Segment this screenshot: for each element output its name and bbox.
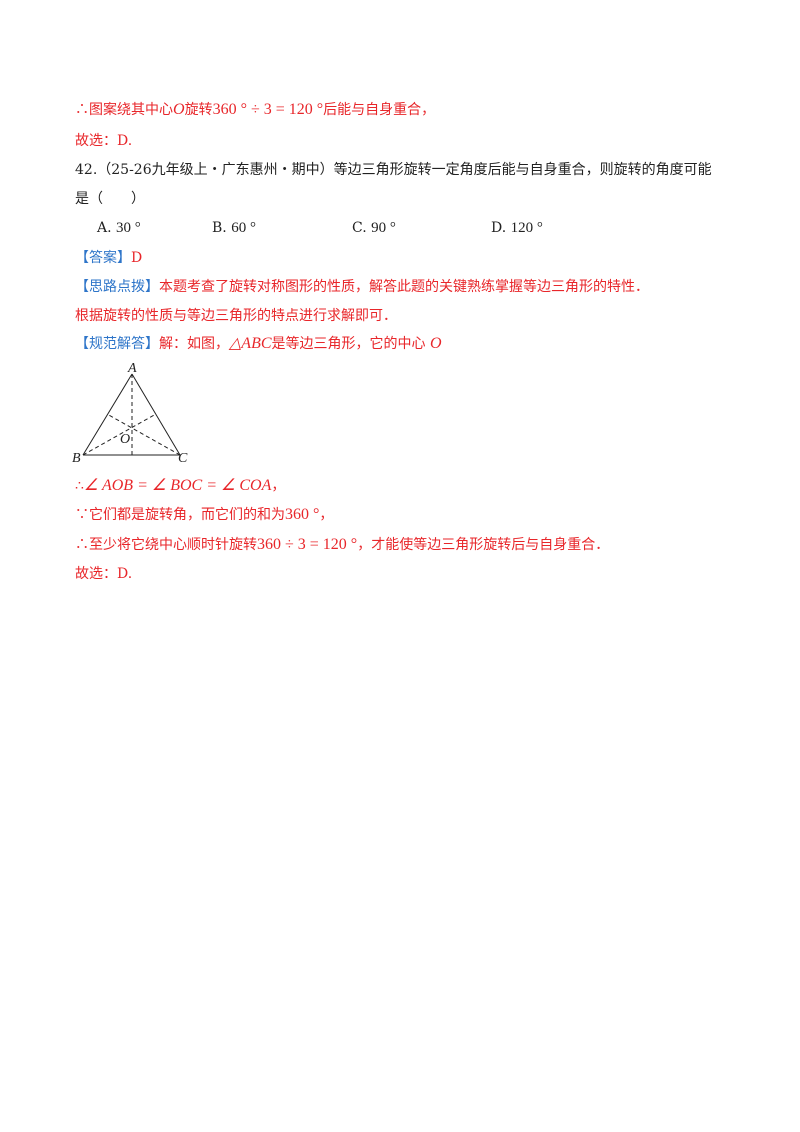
question-number: 42. [75,162,98,178]
answer-line: 【答案】D [75,248,142,268]
angle-equation: ∠ AOB = ∠ BOC = ∠ COA [83,477,272,494]
therefore-symbol: ∴ [75,102,89,118]
step3-text-1: 至少将它绕中心顺时针旋转 [89,537,257,553]
step1-end: ， [271,478,286,494]
median-lines [82,374,181,456]
analysis-tag: 【思路点拨】 [75,279,159,295]
analysis-line-2: 根据旋转的性质与等边三角形的特点进行求解即可． [75,308,397,324]
option-b: B. 60 ° [212,218,256,238]
prev-text-1: 图案绕其中心 [89,102,173,118]
solution-step-1: ∴∠ AOB = ∠ BOC = ∠ COA， [75,476,285,496]
step2-expr: 360 ° [285,506,320,523]
analysis-text-1: 本题考查了旋转对称图形的性质，解答此题的关键熟练掌握等边三角形的特性． [159,279,649,295]
solution-intro-1: 解：如图， [159,336,229,352]
step2-end: ， [319,507,334,523]
label-a: A [127,362,137,376]
label-b: B [72,451,81,466]
prev-text-3: 后能与自身重合， [323,102,436,118]
because-symbol: ∵ [75,507,89,523]
step3-text-2: ，才能使等边三角形旋转后与自身重合． [357,537,610,553]
step2-text: 它们都是旋转角，而它们的和为 [89,507,285,523]
option-b-letter: B. [212,220,227,236]
solution-center-o: O [429,335,442,352]
triangle-outline [82,373,181,456]
step3-expr: 360 ÷ 3 = 120 ° [257,536,358,553]
option-d-letter: D. [491,220,507,236]
label-o: O [120,432,130,447]
analysis-line-1: 【思路点拨】本题考查了旋转对称图形的性质，解答此题的关键熟练掌握等边三角形的特性… [75,277,649,297]
option-c: C. 90 ° [352,218,396,238]
therefore-symbol: ∴ [75,537,89,553]
option-a: A. 30 ° [97,218,141,238]
prev-answer: 故选：D. [75,133,133,149]
solution-tag: 【规范解答】 [75,336,159,352]
triangle-abc: △ABC [229,335,272,352]
prev-therefore-line: ∴图案绕其中心O旋转360 ° ÷ 3 = 120 °后能与自身重合， [75,100,435,120]
solution-final: 故选：D. [75,566,133,582]
solution-intro: 【规范解答】解：如图，△ABC是等边三角形，它的中心 O [75,334,442,354]
triangle-figure: A B C O [72,362,188,466]
solution-step-2: ∵它们都是旋转角，而它们的和为360 °， [75,505,333,525]
center-o: O [173,101,185,118]
prev-text-2: 旋转 [184,102,213,118]
answer-tag: 【答案】 [75,250,131,266]
option-d-value: 120 ° [510,220,543,236]
question-stem: 等边三角形旋转一定角度后能与自身重合，则旋转的角度可能 [333,162,712,178]
option-c-value: 90 ° [371,220,396,236]
label-c: C [178,451,188,466]
option-d: D. 120 ° [491,218,543,238]
solution-step-3: ∴至少将它绕中心顺时针旋转360 ÷ 3 = 120 °，才能使等边三角形旋转后… [75,535,609,555]
option-a-value: 30 ° [116,220,141,236]
solution-intro-2: 是等边三角形，它的中心 [271,336,426,352]
question-stem-cont: 是（ ） [75,191,145,207]
option-b-value: 60 ° [231,220,256,236]
question-line: 42.（25-26九年级上・广东惠州・期中）等边三角形旋转一定角度后能与自身重合… [75,160,712,180]
prev-expr: 360 ° ÷ 3 = 120 ° [212,101,324,118]
therefore-symbol: ∴ [75,478,84,494]
answer-value: D [131,250,143,266]
option-c-letter: C. [352,220,367,236]
question-source: （25-26九年级上・广东惠州・期中） [97,162,334,178]
option-a-letter: A. [97,220,112,236]
